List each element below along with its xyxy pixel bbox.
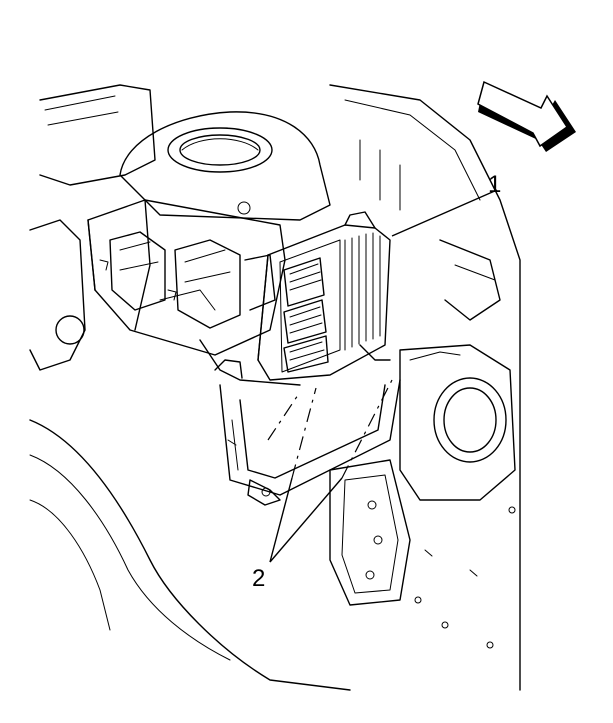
- body-structure: [29, 84, 521, 691]
- callout-2: 2: [252, 565, 265, 592]
- callout-1: 1: [488, 171, 501, 198]
- forward-direction-arrow-icon: [477, 80, 576, 152]
- mounting-tray: [87, 199, 301, 386]
- module-bracket: [219, 379, 401, 506]
- leader-lines: [267, 189, 498, 563]
- module-cooling-fins: [344, 232, 381, 351]
- module-connectors: [283, 257, 329, 373]
- control-module: [257, 211, 391, 381]
- strut-tower-upper: [119, 111, 331, 221]
- strut-tower-lower: [399, 344, 516, 501]
- lower-rail: [329, 459, 516, 649]
